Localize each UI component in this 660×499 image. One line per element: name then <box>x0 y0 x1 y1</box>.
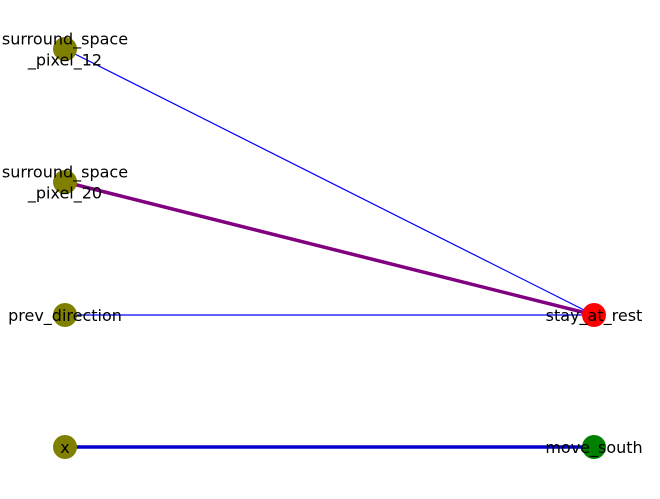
graph-node <box>53 170 77 194</box>
graph-node <box>53 303 77 327</box>
node-label: surround_space_pixel_20 <box>2 162 128 203</box>
graph-edge <box>64 48 595 316</box>
node-label: x <box>60 438 69 457</box>
node-label: surround_space_pixel_12 <box>2 29 128 70</box>
node-label: stay_at_rest <box>546 306 643 326</box>
node-label-line: prev_direction <box>8 306 122 326</box>
node-label-line: x <box>60 438 69 457</box>
node-label-line: stay_at_rest <box>546 306 643 326</box>
graph-node <box>53 37 77 61</box>
edge-layer <box>64 48 595 449</box>
graph-node <box>53 435 77 459</box>
node-label-line: _pixel_12 <box>27 50 102 70</box>
node-label: move_south <box>545 438 642 458</box>
graph-node <box>582 435 606 459</box>
node-layer <box>53 37 606 459</box>
node-label-line: surround_space <box>2 29 128 49</box>
graph-node <box>582 303 606 327</box>
label-layer: surround_space_pixel_12surround_space_pi… <box>2 29 643 458</box>
graph-edge <box>64 180 595 317</box>
node-label: prev_direction <box>8 306 122 326</box>
node-label-line: _pixel_20 <box>27 183 102 203</box>
node-label-line: surround_space <box>2 162 128 182</box>
node-label-line: move_south <box>545 438 642 458</box>
